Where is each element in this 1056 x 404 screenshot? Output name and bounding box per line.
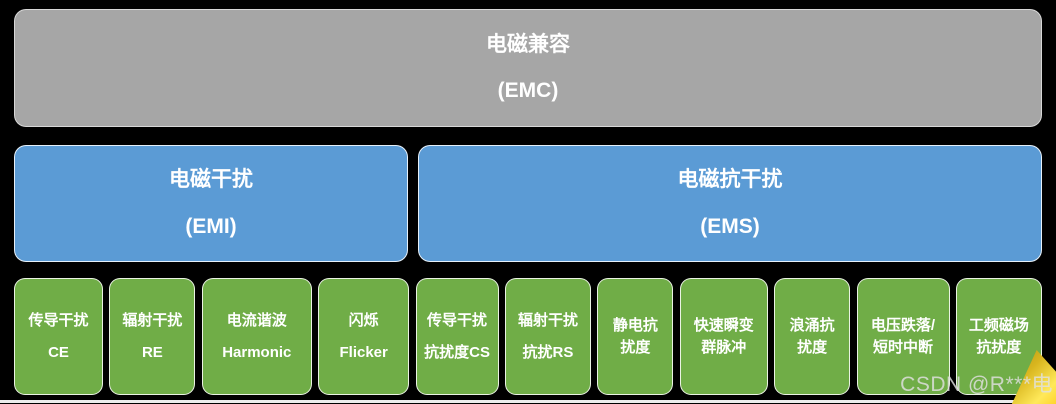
emi-branch-box: 电磁干扰 (EMI) <box>14 145 408 262</box>
emi-abbr: (EMI) <box>185 214 237 238</box>
leaf-abbr: Flicker <box>339 344 388 361</box>
emc-root-title: 电磁兼容 <box>486 32 570 56</box>
leaf-label: 传导干扰 <box>28 311 89 329</box>
leaf-box-radiated-emission-re: 辐射干扰 RE <box>109 278 196 395</box>
leaf-label: 静电抗 <box>612 317 658 335</box>
leaf-label: 辐射干扰 <box>517 311 578 329</box>
csdn-watermark: CSDN @R***电 <box>900 373 1053 396</box>
leaf-label: 浪涌抗 <box>789 317 835 335</box>
leaf-box-flicker: 闪烁 Flicker <box>318 278 410 395</box>
ems-abbr: (EMS) <box>700 214 760 238</box>
leaf-box-voltage-dips-interruptions: 电压跌落/ 短时中断 <box>856 278 950 395</box>
leaf-label: 电压跌落/ <box>870 317 936 335</box>
ems-title: 电磁抗干扰 <box>677 168 783 192</box>
leaf-label: 闪烁 <box>348 311 379 329</box>
emc-root-box: 电磁兼容 (EMC) <box>14 9 1042 127</box>
leaf-abbr: 抗扰RS <box>522 344 574 361</box>
leaf-abbr: RE <box>141 344 163 361</box>
leaf-label: 群脉冲 <box>701 338 747 356</box>
leaf-box-eft-burst: 快速瞬变 群脉冲 <box>679 278 768 395</box>
leaf-label: 工频磁场 <box>968 317 1029 335</box>
branch-row: 电磁干扰 (EMI) 电磁抗干扰 (EMS) <box>14 145 1042 262</box>
leaf-box-esd-immunity: 静电抗 扰度 <box>597 278 674 395</box>
leaf-box-conducted-emission-ce: 传导干扰 CE <box>14 278 103 395</box>
ems-branch-box: 电磁抗干扰 (EMS) <box>418 145 1042 262</box>
emi-title: 电磁干扰 <box>169 168 253 192</box>
leaf-box-harmonic: 电流谐波 Harmonic <box>201 278 312 395</box>
leaf-label: 电流谐波 <box>226 311 287 329</box>
leaf-label: 快速瞬变 <box>693 317 754 335</box>
leaf-abbr: Harmonic <box>222 344 292 361</box>
leaf-label: 抗扰度 <box>976 338 1022 356</box>
leaf-label: 辐射干扰 <box>122 311 183 329</box>
leaf-abbr: CE <box>48 344 69 361</box>
leaf-box-power-frequency-magnetic-field: 工频磁场 抗扰度 <box>955 278 1042 395</box>
leaf-box-surge-immunity: 浪涌抗 扰度 <box>774 278 851 395</box>
leaf-label: 短时中断 <box>873 338 934 356</box>
leaf-label: 扰度 <box>620 338 651 356</box>
emc-root-abbr: (EMC) <box>497 79 559 102</box>
leaf-abbr: 抗扰度CS <box>424 344 490 361</box>
leaf-label: 扰度 <box>797 338 828 356</box>
leaf-box-radiated-immunity-rs: 辐射干扰 抗扰RS <box>504 278 591 395</box>
leaf-row: 传导干扰 CE 辐射干扰 RE 电流谐波 Harmonic 闪烁 Flicker… <box>14 278 1042 395</box>
leaf-box-conducted-immunity-cs: 传导干扰 抗扰度CS <box>415 278 499 395</box>
bottom-strip <box>0 400 1056 403</box>
leaf-label: 传导干扰 <box>427 311 488 329</box>
